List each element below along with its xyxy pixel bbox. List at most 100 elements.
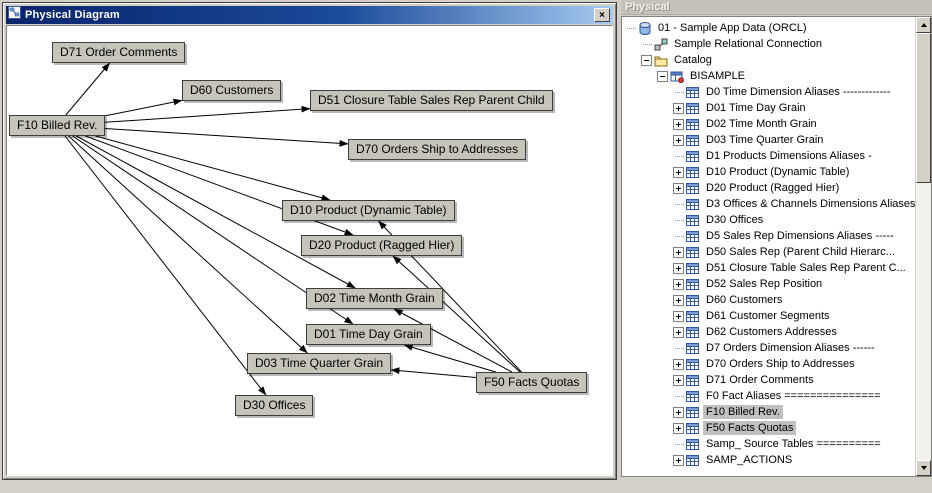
tree-connector xyxy=(673,343,684,354)
tree-item[interactable]: D71 Order Comments xyxy=(622,372,915,388)
tree-item[interactable]: F50 Facts Quotas xyxy=(622,420,915,436)
tree-item-label: D71 Order Comments xyxy=(706,374,814,386)
diagram-node[interactable]: D60 Customers xyxy=(182,80,282,101)
plus-expand-icon[interactable] xyxy=(673,182,684,194)
diagram-node[interactable]: D10 Product (Dynamic Table) xyxy=(282,200,455,221)
physical-tree: 01 - Sample App Data (ORCL) Sample Relati… xyxy=(622,17,915,476)
plus-expand-icon[interactable] xyxy=(673,118,684,130)
tree-item-label: F10 Billed Rev. xyxy=(703,405,783,419)
join-arrow[interactable] xyxy=(390,367,477,378)
scrollbar-thumb[interactable] xyxy=(916,33,931,183)
tree-item[interactable]: 01 - Sample App Data (ORCL) xyxy=(622,20,915,36)
physical-panel: Physical 01 - Sample App Data (ORCL)Samp… xyxy=(621,0,932,493)
tree-item-label: D20 Product (Ragged Hier) xyxy=(706,182,840,194)
join-arrow[interactable] xyxy=(104,98,183,117)
scroll-down-button[interactable] xyxy=(916,460,931,476)
close-button[interactable]: × xyxy=(594,8,610,22)
tree-item[interactable]: F0 Fact Aliases =============== xyxy=(622,388,915,404)
plus-expand-icon[interactable] xyxy=(673,278,684,290)
tree-item-label: D5 Sales Rep Dimensions Aliases ----- xyxy=(706,230,894,242)
vertical-scrollbar[interactable] xyxy=(915,17,931,476)
scrollbar-track[interactable] xyxy=(916,33,931,460)
join-arrow[interactable] xyxy=(104,128,349,147)
window-title: Physical Diagram xyxy=(25,9,120,21)
diagram-node[interactable]: D70 Orders Ship to Addresses xyxy=(348,139,527,160)
tree-item-label: D61 Customer Segments xyxy=(706,310,830,322)
tree-item-label: D62 Customers Addresses xyxy=(706,326,837,338)
diagram-node[interactable]: F50 Facts Quotas xyxy=(476,372,588,393)
tree-item[interactable]: Sample Relational Connection xyxy=(622,36,915,52)
diagram-node[interactable]: F10 Billed Rev. xyxy=(9,115,106,136)
tree-item[interactable]: Catalog xyxy=(622,52,915,68)
tree-item-label: D50 Sales Rep (Parent Child Hierarc... xyxy=(706,246,895,258)
diagram-node[interactable]: D03 Time Quarter Grain xyxy=(247,353,392,374)
join-arrow[interactable] xyxy=(393,308,513,373)
tree-item[interactable]: D60 Customers xyxy=(622,292,915,308)
join-arrow[interactable] xyxy=(95,135,331,202)
tree-item[interactable]: D1 Products Dimensions Aliases - xyxy=(622,148,915,164)
tree-item[interactable]: D61 Customer Segments xyxy=(622,308,915,324)
diagram-node[interactable]: D02 Time Month Grain xyxy=(306,288,443,309)
plus-expand-icon[interactable] xyxy=(673,134,684,146)
diagram-node[interactable]: D71 Order Comments xyxy=(52,42,186,63)
plus-expand-icon[interactable] xyxy=(673,374,684,386)
tree-item[interactable]: D02 Time Month Grain xyxy=(622,116,915,132)
tree-item[interactable]: D51 Closure Table Sales Rep Parent C... xyxy=(622,260,915,276)
plus-expand-icon[interactable] xyxy=(673,406,684,418)
tree-item[interactable]: F10 Billed Rev. xyxy=(622,404,915,420)
join-arrow[interactable] xyxy=(392,255,521,373)
table-icon xyxy=(686,134,700,147)
tree-item[interactable]: D0 Time Dimension Aliases ------------- xyxy=(622,84,915,100)
join-arrow[interactable] xyxy=(65,62,111,116)
plus-expand-icon[interactable] xyxy=(673,166,684,178)
tree-item[interactable]: D20 Product (Ragged Hier) xyxy=(622,180,915,196)
window-titlebar[interactable]: Physical Diagram × xyxy=(6,6,613,24)
tree-item[interactable]: SAMP_ACTIONS xyxy=(622,452,915,468)
tree-item[interactable]: D5 Sales Rep Dimensions Aliases ----- xyxy=(622,228,915,244)
plus-expand-icon[interactable] xyxy=(673,310,684,322)
minus-expand-icon[interactable] xyxy=(641,54,652,66)
plus-expand-icon[interactable] xyxy=(673,326,684,338)
plus-expand-icon[interactable] xyxy=(673,102,684,114)
plus-expand-icon[interactable] xyxy=(673,454,684,466)
tree-item-label: 01 - Sample App Data (ORCL) xyxy=(658,22,807,34)
close-icon: × xyxy=(599,9,605,21)
plus-expand-icon[interactable] xyxy=(673,422,684,434)
tree-item-label: F50 Facts Quotas xyxy=(703,421,797,435)
scroll-up-button[interactable] xyxy=(916,17,931,33)
plus-expand-icon[interactable] xyxy=(673,262,684,274)
tree-connector xyxy=(673,87,684,98)
join-arrow[interactable] xyxy=(64,135,267,396)
tree-item[interactable]: D62 Customers Addresses xyxy=(622,324,915,340)
tree-item[interactable]: Samp_ Source Tables ========== xyxy=(622,436,915,452)
panel-body: 01 - Sample App Data (ORCL) Sample Relati… xyxy=(621,16,932,477)
tree-item[interactable]: D03 Time Quarter Grain xyxy=(622,132,915,148)
table-icon xyxy=(686,102,700,115)
diagram-node[interactable]: D20 Product (Ragged Hier) xyxy=(301,235,463,256)
tree-item[interactable]: D50 Sales Rep (Parent Child Hierarc... xyxy=(622,244,915,260)
database-icon xyxy=(638,21,652,35)
join-arrow[interactable] xyxy=(68,135,308,354)
diagram-node[interactable]: D51 Closure Table Sales Rep Parent Child xyxy=(310,90,553,111)
tree-connector xyxy=(641,39,652,50)
tree-item[interactable]: D70 Orders Ship to Addresses xyxy=(622,356,915,372)
plus-expand-icon[interactable] xyxy=(673,246,684,258)
join-arrow[interactable] xyxy=(104,105,311,123)
tree-item[interactable]: D3 Offices & Channels Dimensions Aliases xyxy=(622,196,915,212)
tree-item-label: D03 Time Quarter Grain xyxy=(706,134,824,146)
diagram-node[interactable]: D30 Offices xyxy=(235,395,314,416)
plus-expand-icon[interactable] xyxy=(673,294,684,306)
tree-item[interactable]: BISAMPLE xyxy=(622,68,915,84)
join-arrow[interactable] xyxy=(403,344,496,373)
tree-item[interactable]: D10 Product (Dynamic Table) xyxy=(622,164,915,180)
tree-item[interactable]: D30 Offices xyxy=(622,212,915,228)
tree-item[interactable]: D7 Orders Dimension Aliases ------ xyxy=(622,340,915,356)
join-arrow[interactable] xyxy=(76,135,356,289)
diagram-node[interactable]: D01 Time Day Grain xyxy=(306,324,431,345)
table-icon xyxy=(686,214,700,227)
minus-expand-icon[interactable] xyxy=(657,70,668,82)
table-icon xyxy=(686,326,700,339)
tree-item[interactable]: D01 Time Day Grain xyxy=(622,100,915,116)
plus-expand-icon[interactable] xyxy=(673,358,684,370)
tree-item[interactable]: D52 Sales Rep Position xyxy=(622,276,915,292)
